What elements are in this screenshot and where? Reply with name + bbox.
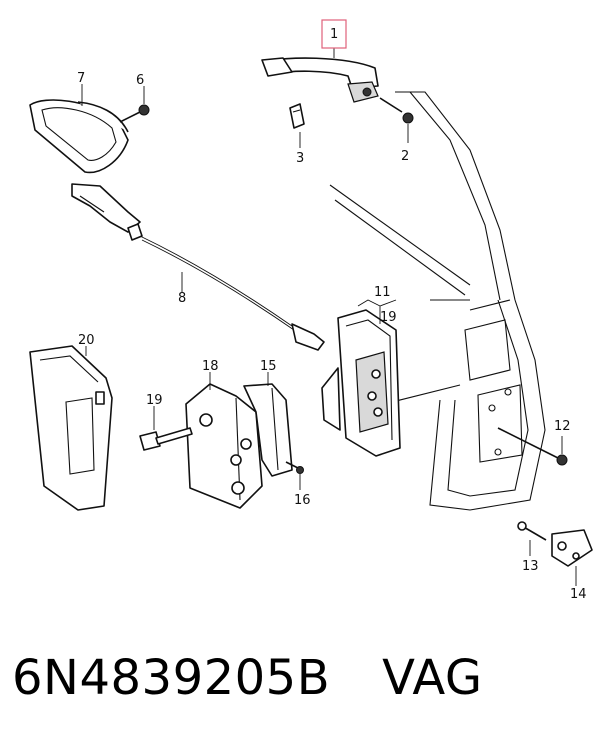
brand-name: VAG (382, 650, 483, 706)
screw-part-6[interactable] (119, 86, 150, 123)
bracket-part-15[interactable] (243, 372, 293, 477)
callout-1-highlight (321, 19, 347, 49)
parts-diagram: 1 2 3 6 7 8 11 19 20 18 15 19 16 12 13 1… (29, 19, 593, 602)
callout-2: 2 (401, 149, 409, 164)
callout-20: 20 (78, 333, 95, 348)
clip-part-3[interactable] (289, 103, 305, 148)
lock-housing[interactable] (185, 372, 263, 509)
screw-part-12[interactable] (497, 427, 568, 466)
callout-3: 3 (296, 151, 304, 166)
callout-12: 12 (554, 419, 571, 434)
callout-13: 13 (522, 559, 539, 574)
callout-11: 11 (374, 285, 391, 300)
outer-door-handle[interactable] (261, 48, 379, 103)
door-lock[interactable] (321, 299, 401, 457)
callout-19-lower: 19 (146, 393, 163, 408)
callout-16: 16 (294, 493, 311, 508)
door-frame (329, 91, 546, 511)
lock-cover[interactable] (29, 345, 113, 511)
callout-14: 14 (570, 587, 587, 602)
callout-18: 18 (202, 359, 219, 374)
screw-part-16[interactable] (285, 461, 304, 490)
inner-handle-bezel[interactable] (29, 84, 129, 174)
callout-15: 15 (260, 359, 277, 374)
footer-caption: 6N4839205B VAG (12, 650, 483, 706)
operating-cable[interactable] (71, 183, 325, 351)
part-number: 6N4839205B (12, 650, 331, 706)
callout-6: 6 (136, 73, 144, 88)
callout-1: 1 (330, 27, 338, 42)
screw-part-2[interactable] (379, 97, 414, 143)
callout-19-upper: 19 (380, 310, 397, 325)
callout-8: 8 (178, 291, 186, 306)
bolt-part-19[interactable] (139, 406, 193, 451)
striker-plate[interactable] (517, 521, 593, 586)
callout-7: 7 (77, 71, 85, 86)
